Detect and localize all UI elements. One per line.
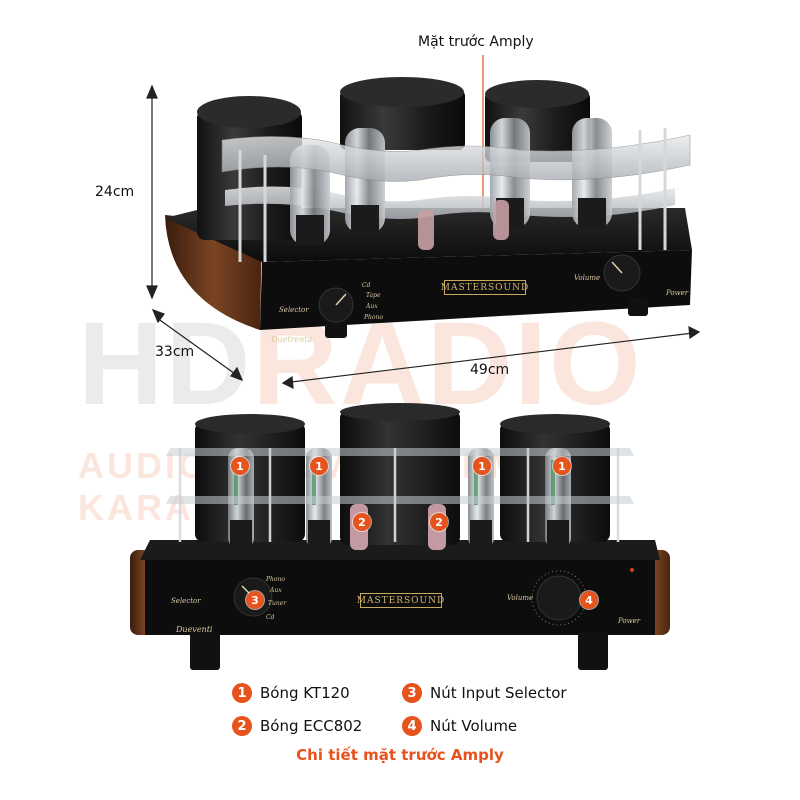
bottom-input-3: Tuner <box>268 600 287 607</box>
top-volume-label: Volume <box>574 274 601 282</box>
marker-selector: 3 <box>246 591 264 609</box>
marker-kt120-4: 1 <box>553 457 571 475</box>
legend-item-volume: 4 Nút Volume <box>402 716 517 736</box>
top-brand-plate: MASTERSOUND <box>440 280 530 295</box>
bottom-amplifier-illustration <box>130 403 670 670</box>
top-input-1: Cd <box>362 282 371 289</box>
legend-item-input-selector: 3 Nút Input Selector <box>402 683 567 703</box>
legend-label: Bóng KT120 <box>260 684 350 702</box>
marker-kt120-1: 1 <box>231 457 249 475</box>
dimension-width: 49cm <box>470 362 510 378</box>
marker-volume: 4 <box>580 591 598 609</box>
legend-number: 3 <box>402 683 422 703</box>
dimension-depth: 33cm <box>155 344 195 360</box>
top-amplifier-illustration <box>146 55 701 390</box>
bottom-power-label: Power <box>618 617 641 625</box>
marker-kt120-3: 1 <box>473 457 491 475</box>
marker-kt120-2: 1 <box>310 457 328 475</box>
legend-item-kt120: 1 Bóng KT120 <box>232 683 350 703</box>
dimension-height: 24cm <box>95 184 135 200</box>
legend-label: Nút Volume <box>430 717 518 735</box>
top-model-name: Duetrenta <box>271 335 313 344</box>
dimension-lines <box>146 55 701 390</box>
bottom-model-name: Dueventi <box>176 625 213 634</box>
bottom-selector-label: Selector <box>171 597 201 605</box>
legend-label: Nút Input Selector <box>430 684 567 702</box>
legend-number: 2 <box>232 716 252 736</box>
callout-front-panel: Mặt trước Amply <box>418 34 534 50</box>
legend-number: 4 <box>402 716 422 736</box>
top-power-label: Power <box>666 289 689 297</box>
top-selector-label: Selector <box>279 306 309 314</box>
top-brand-name: MASTERSOUND <box>440 282 530 293</box>
bottom-brand-plate: MASTERSOUND <box>356 593 446 608</box>
bottom-brand-name: MASTERSOUND <box>356 595 446 606</box>
legend-label: Bóng ECC802 <box>260 717 363 735</box>
legend-number: 1 <box>232 683 252 703</box>
figure-caption: Chi tiết mặt trước Amply <box>296 746 504 764</box>
bottom-input-2: Aux <box>270 587 282 594</box>
top-input-3: Aux <box>366 303 378 310</box>
bottom-input-1: Phono <box>266 576 285 583</box>
marker-ecc802-2: 2 <box>430 513 448 531</box>
marker-ecc802-1: 2 <box>353 513 371 531</box>
top-input-4: Phono <box>364 314 383 321</box>
legend-item-ecc802: 2 Bóng ECC802 <box>232 716 362 736</box>
bottom-volume-label: Volume <box>507 594 534 602</box>
top-input-2: Tape <box>366 292 381 299</box>
bottom-input-4: Cd <box>266 614 275 621</box>
